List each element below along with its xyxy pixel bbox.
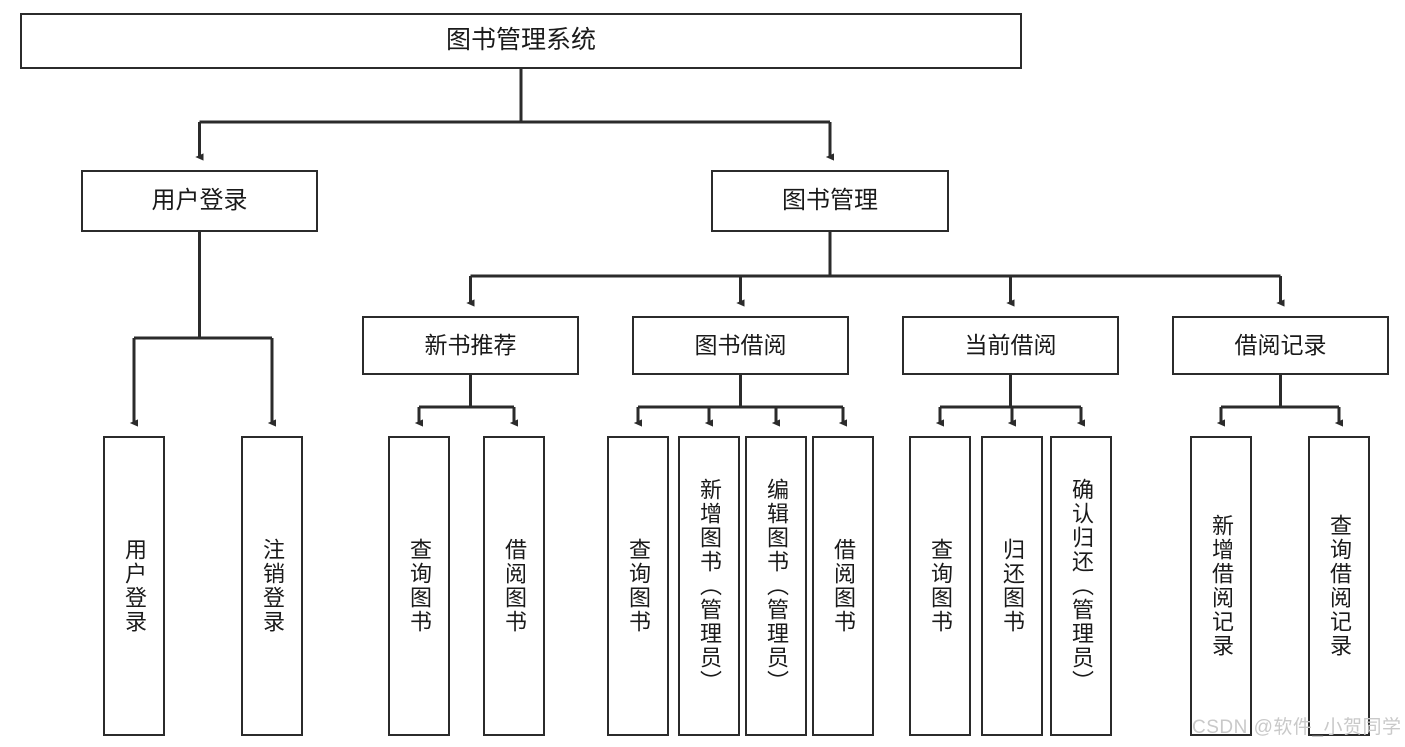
node-current-borrow[interactable]: 当前借阅 bbox=[902, 316, 1119, 375]
node-label: 新书推荐 bbox=[424, 331, 517, 358]
node-label: 借阅图书 bbox=[830, 538, 856, 634]
node-label: 新增图书（管理员） bbox=[696, 478, 722, 694]
node-leaf-query-book-3[interactable]: 查询图书 bbox=[909, 436, 971, 736]
node-label: 查询图书 bbox=[625, 538, 651, 634]
node-leaf-edit-book[interactable]: 编辑图书（管理员） bbox=[745, 436, 807, 736]
node-root[interactable]: 图书管理系统 bbox=[20, 13, 1022, 69]
node-leaf-query-record[interactable]: 查询借阅记录 bbox=[1308, 436, 1370, 736]
node-leaf-add-book[interactable]: 新增图书（管理员） bbox=[678, 436, 740, 736]
node-label: 注销登录 bbox=[259, 538, 285, 634]
node-leaf-query-book-2[interactable]: 查询图书 bbox=[607, 436, 669, 736]
node-leaf-logout[interactable]: 注销登录 bbox=[241, 436, 303, 736]
node-label: 用户登录 bbox=[121, 538, 147, 634]
node-label: 编辑图书（管理员） bbox=[763, 478, 789, 694]
node-label: 图书借阅 bbox=[694, 331, 787, 358]
node-label: 借阅图书 bbox=[501, 538, 527, 634]
node-label: 图书管理系统 bbox=[445, 26, 596, 55]
node-borrow-record[interactable]: 借阅记录 bbox=[1172, 316, 1389, 375]
node-user-login[interactable]: 用户登录 bbox=[81, 170, 318, 232]
node-label: 当前借阅 bbox=[964, 331, 1057, 358]
csdn-watermark: CSDN @软件_小贺同学 bbox=[1192, 717, 1402, 738]
node-label: 查询图书 bbox=[927, 538, 953, 634]
node-leaf-add-record[interactable]: 新增借阅记录 bbox=[1190, 436, 1252, 736]
node-book-borrow[interactable]: 图书借阅 bbox=[632, 316, 849, 375]
node-leaf-confirm-return[interactable]: 确认归还（管理员） bbox=[1050, 436, 1112, 736]
node-label: 查询借阅记录 bbox=[1326, 514, 1352, 658]
node-label: 借阅记录 bbox=[1234, 331, 1327, 358]
node-leaf-query-book-1[interactable]: 查询图书 bbox=[388, 436, 450, 736]
node-label: 确认归还（管理员） bbox=[1068, 478, 1094, 694]
node-label: 归还图书 bbox=[999, 538, 1025, 634]
node-label: 图书管理 bbox=[782, 186, 878, 214]
node-leaf-borrow-book-1[interactable]: 借阅图书 bbox=[483, 436, 545, 736]
node-book-manage[interactable]: 图书管理 bbox=[711, 170, 949, 232]
node-new-book-rec[interactable]: 新书推荐 bbox=[362, 316, 579, 375]
node-label: 查询图书 bbox=[406, 538, 432, 634]
node-leaf-borrow-book-2[interactable]: 借阅图书 bbox=[812, 436, 874, 736]
node-label: 用户登录 bbox=[151, 186, 248, 214]
node-leaf-user-login[interactable]: 用户登录 bbox=[103, 436, 165, 736]
node-label: 新增借阅记录 bbox=[1208, 514, 1234, 658]
node-leaf-return-book[interactable]: 归还图书 bbox=[981, 436, 1043, 736]
